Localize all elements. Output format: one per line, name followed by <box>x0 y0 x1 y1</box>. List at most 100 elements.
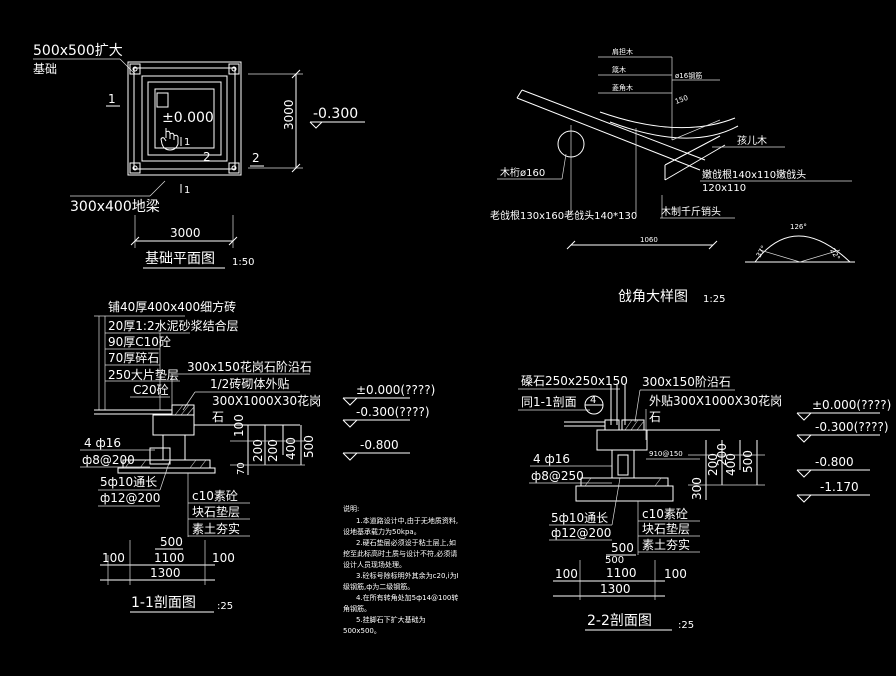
detail-label-old: 老戗根130x160老戗头140*130 <box>490 209 637 222</box>
section-2-2: 磉石250x250x150 同1-1剖面 4 300x150阶沿石 外贴300X… <box>518 374 891 631</box>
sec2-label-stone: 磉石250x250x150 <box>521 374 628 388</box>
plan-label-expand-base-2: 基础 <box>33 62 57 76</box>
plan-elev-zero: ±0.000 <box>162 110 214 126</box>
sec1-layer-3: 70厚碎石 <box>108 350 159 365</box>
detail-label-rebar: ø16钢筋 <box>675 71 702 80</box>
sec1-layer-1: 20厚1:2水泥砂浆结合层 <box>108 318 239 333</box>
sec1-layer-0: 铺40厚400x400细方砖 <box>108 299 236 314</box>
notes-block: 说明: 1.本道路设计中,由于无地质资料, 设地基承载力为50kpa。 2.硬石… <box>343 504 459 635</box>
plan-dim-3000-v: 3000 <box>282 99 296 130</box>
foundation-plan: 500x500扩大 基础 1 2 ±0.000 2 1 1 <box>33 43 365 269</box>
sec1-label-granite-2: 石 <box>212 410 224 424</box>
detail-label-wood: 木制千斤销头 <box>661 205 721 218</box>
detail-label-kid: 孩儿木 <box>737 134 767 147</box>
sec2-title: 2-2剖面图 <box>587 613 652 629</box>
sec1-dim-100a: 100 <box>102 551 125 565</box>
hand-cursor-icon <box>160 128 179 151</box>
sec1-label-soil: 素土夯实 <box>192 521 240 536</box>
sec2-dim-1100: 1100 <box>606 566 637 580</box>
sec1-dim-v-0: 100 <box>232 414 246 437</box>
sec2-elev-0: ±0.000(????) <box>812 398 891 412</box>
sec1-title: 1-1剖面图 <box>131 595 196 611</box>
detail-scale: 1:25 <box>703 294 725 305</box>
sec1-label-c10: c10素砼 <box>192 489 238 503</box>
sec1-label-curb: 300x150花岗石阶沿石 <box>187 359 312 374</box>
sec2-label-same: 同1-1剖面 <box>521 395 577 409</box>
notes-line-10: 500x500。 <box>343 627 381 635</box>
plan-outer-square <box>127 61 242 176</box>
notes-line-4: 设计人员现场处理。 <box>343 560 406 569</box>
sec2-label-outer-2: 石 <box>649 410 661 424</box>
plan-elev-minus: -0.300 <box>313 106 358 122</box>
sec1-dim-100b: 100 <box>212 551 235 565</box>
sec1-rebar-2: ф8@200 <box>82 453 135 467</box>
notes-line-2: 2.硬石垫层必须设于粘土层上,如 <box>356 538 456 547</box>
plan-dim-3000-h: 3000 <box>170 226 201 240</box>
sec2-footing <box>580 477 669 487</box>
notes-line-7: 4.在所有转角处加5ф14@100转 <box>356 593 458 602</box>
sec2-dim-100b: 100 <box>664 567 687 581</box>
sec1-rebar-4: ф12@200 <box>100 491 160 505</box>
detail-angle-150: 150 <box>674 94 689 106</box>
sec2-rebar-1: 4 ф16 <box>533 452 570 466</box>
sec1-label-granite: 300X1000X30花岗 <box>212 393 321 408</box>
detail-angle-b: 22° <box>828 247 841 262</box>
sec2-dim-v-3: 500 <box>741 450 755 473</box>
sec2-elev-1: -0.300(????) <box>815 420 889 434</box>
sec1-dim-1100: 1100 <box>154 551 185 565</box>
sec2-label-soil: 素土夯实 <box>642 537 690 552</box>
detail-label-rafter-2: 120x110 <box>702 183 746 194</box>
sec1-rebar-3: 5ф10通长 <box>100 475 157 489</box>
sec1-dim-v-3: 400 <box>284 437 298 460</box>
sec1-rebar-1: 4 ф16 <box>84 436 121 450</box>
plan-mark-2-inner: 2 <box>203 150 211 164</box>
plan-mark-2: 2 <box>252 151 260 165</box>
sec1-layer-4: 250大片垫层 <box>108 367 179 382</box>
detail-title: 戗角大样图 <box>618 289 688 305</box>
sec1-label-brick: 1/2砖砌体外贴 <box>210 376 289 391</box>
sec1-dim-v-2: 200 <box>266 439 280 462</box>
sec2-dim-v-2: 400 <box>724 453 738 476</box>
sec2-elev-3: -1.170 <box>820 480 859 494</box>
detail-angle-a: 37° <box>755 244 768 259</box>
detail-label-corner: 菱角木 <box>612 83 633 92</box>
sec1-elev-1: -0.300(????) <box>356 405 430 419</box>
notes-line-1: 设地基承载力为50kpa。 <box>343 527 421 536</box>
detail-label-board: 箴木 <box>612 65 626 74</box>
plan-scale: 1:50 <box>232 257 254 268</box>
plan-mark-1-inner: 1 <box>184 137 190 148</box>
notes-heading: 说明: <box>343 504 359 513</box>
sec2-label-block: 块石垫层 <box>642 521 690 536</box>
sec1-elev-2: -0.800 <box>360 438 399 452</box>
plan-title: 基础平面图 <box>145 250 215 267</box>
sec2-circle-num: 4 <box>590 395 596 406</box>
sec2-rebar-3: 5ф10通长 <box>551 511 608 525</box>
notes-line-0: 1.本道路设计中,由于无地质资料, <box>356 516 458 525</box>
sec2-dim-v-0: 300 <box>690 477 704 500</box>
notes-line-9: 5.挂脚石下扩大基础为 <box>356 615 426 624</box>
plan-mark-1-bottom: 1 <box>184 185 190 196</box>
sec2-label-910: 910@150 <box>649 450 683 458</box>
sec1-dim-v-5: 70 <box>236 462 247 475</box>
sec1-elev-0: ±0.000(????) <box>356 383 435 397</box>
plan-mark-1: 1 <box>108 92 116 106</box>
corner-detail: 肩担木 箴木 菱角木 ø16钢筋 150 孩儿木 木桁ø160 嫩戗根140x1… <box>490 47 855 305</box>
sec2-dim-500-top: 500 <box>605 555 624 566</box>
sec1-label-block: 块石垫层 <box>192 504 240 519</box>
sec2-label-outer: 外贴300X1000X30花岗 <box>649 393 782 408</box>
sec2-dim-1300: 1300 <box>600 582 631 596</box>
sec2-dim-500: 500 <box>611 541 634 555</box>
notes-line-8: 角钢筋。 <box>343 604 371 613</box>
plan-label-ground-beam: 300x400地梁 <box>70 199 160 215</box>
section-1-1: 铺40厚400x400细方砖 20厚1:2水泥砂浆结合层 90厚C10砼 70厚… <box>80 299 435 613</box>
sec2-scale: :25 <box>678 620 694 631</box>
sec1-layer-2: 90厚C10砼 <box>108 335 171 349</box>
sec1-scale: :25 <box>217 601 233 612</box>
notes-line-6: 级钢筋,ф为二级钢筋。 <box>343 582 414 591</box>
sec2-rebar-4: ф12@200 <box>551 526 611 540</box>
sec2-label-c10: c10素砼 <box>642 507 688 521</box>
plan-label-expand-base: 500x500扩大 <box>33 43 123 59</box>
sec1-dim-v-4: 500 <box>302 435 316 458</box>
sec2-label-curb: 300x150阶沿石 <box>642 375 731 389</box>
sec2-dim-100a: 100 <box>555 567 578 581</box>
